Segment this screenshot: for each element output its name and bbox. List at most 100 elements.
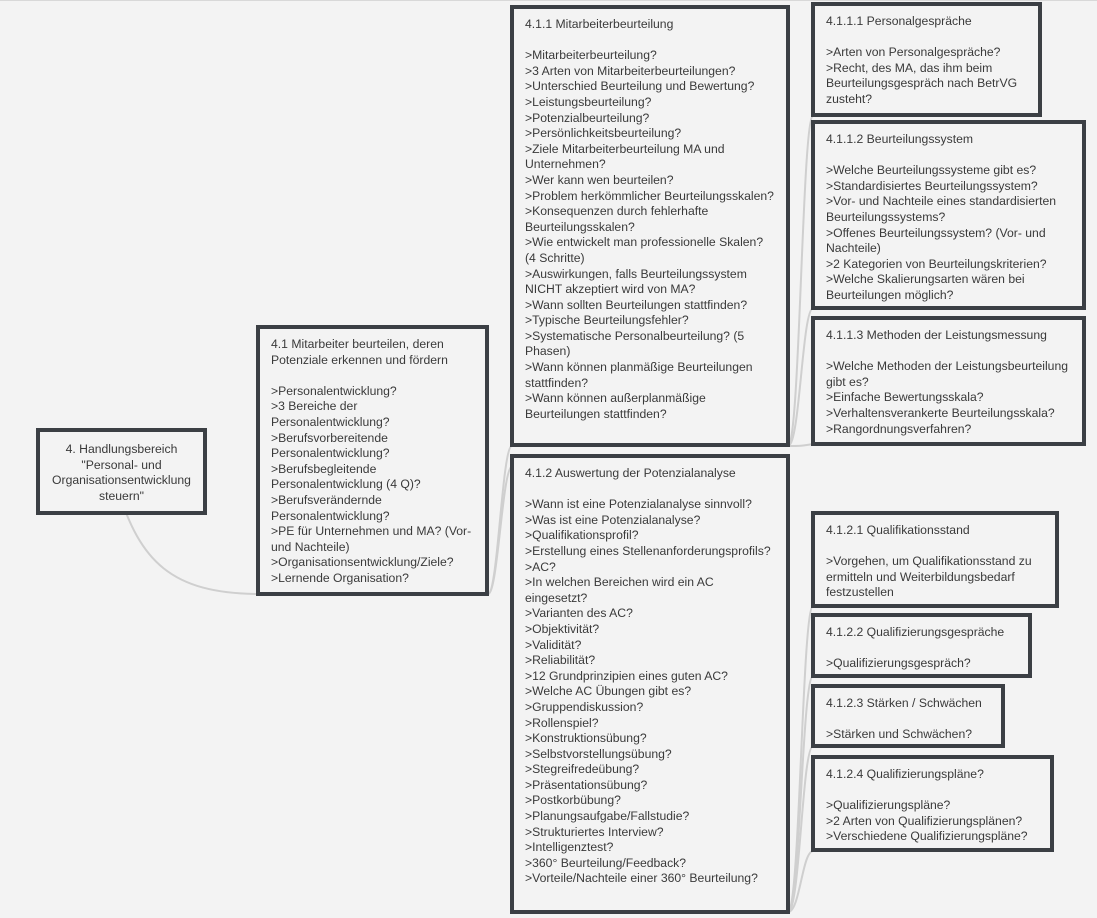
node-item: >Welche Methoden der Leistungsbeurteilun… [826,359,1068,389]
node-item: >Rangordnungsverfahren? [826,421,972,436]
node-title: 4.1.2.4 Qualifizierungspläne? [826,767,984,781]
node-4-1-1-2[interactable]: 4.1.1.2 Beurteilungssystem >Welche Beurt… [811,120,1086,310]
node-item: >Validität? [525,637,582,652]
node-item: >Objektivität? [525,621,600,636]
node-item: >Wann ist eine Potenzialanalyse sinnvoll… [525,497,752,512]
node-item: >Konsequenzen durch fehlerhafte Beurteil… [525,204,709,234]
node-item: >In welchen Bereichen wird ein AC einges… [525,575,714,605]
connector-n411-n4113 [787,443,814,447]
node-item: >Welche AC Übungen gibt es? [525,684,692,699]
node-title: 4.1.2.2 Qualifizierungsgespräche [826,625,1005,639]
node-item: >Leistungsbeurteilung? [525,94,652,109]
node-item: >Welche Skalierungsarten wären bei Beurt… [826,272,1025,302]
node-item: >Welche Beurteilungssysteme gibt es? [826,163,1037,178]
node-4-1-2-1[interactable]: 4.1.2.1 Qualifikationsstand >Vorgehen, u… [811,511,1059,608]
connector-n412-n4121 [787,605,814,913]
node-item: >Berufsverändernde Personalentwicklung? [271,492,390,523]
connector-n412-n4124 [787,850,814,913]
node-item: >Verschiedene Qualifizierungspläne? [826,829,1028,844]
node-root[interactable]: 4. Handlungsbereich "Personal- und Organ… [36,428,207,515]
node-item: >Mitarbeiterbeurteilung? [525,48,657,63]
node-4-1-2-3[interactable]: 4.1.2.3 Stärken / Schwächen >Stärken und… [811,684,1005,748]
node-item: >Planungsaufgabe/Fallstudie? [525,809,690,824]
node-title: 4.1.2.3 Stärken / Schwächen [826,696,982,710]
node-4-1-1-1[interactable]: 4.1.1.1 Personalgespräche >Arten von Per… [811,2,1042,117]
node-item: >Unterschied Beurteilung und Bewertung? [525,79,755,94]
node-item: >Reliabilität? [525,653,596,668]
node-item: >Standardisiertes Beurteilungssystem? [826,178,1038,193]
node-item: >Recht, des MA, das ihm beim Beurteilung… [826,60,1018,106]
node-item: >Vor- und Nachteile eines standardisiert… [826,194,1057,224]
node-4-1-1-3[interactable]: 4.1.1.3 Methoden der Leistungsmessung >W… [811,316,1086,446]
node-4-1-2[interactable]: 4.1.2 Auswertung der Potenzialanalyse >W… [510,454,790,914]
node-4-1-1[interactable]: 4.1.1 Mitarbeiterbeurteilung >Mitarbeite… [510,5,790,447]
node-item: >Ziele Mitarbeiterbeurteilung MA und Unt… [525,141,725,172]
node-item: >Wer kann wen beurteilen? [525,172,674,187]
node-item: >Wie entwickelt man professionelle Skale… [525,235,764,265]
node-item: >Intelligenztest? [525,840,614,855]
node-item: >Qualifizierungspläne? [826,798,951,813]
node-title: 4.1 Mitarbeiter beurteilen, deren Potenz… [271,337,448,367]
node-item: >Personalentwicklung? [271,383,397,398]
node-item: >Berufsvorbereitende Personalentwicklung… [271,430,390,461]
node-item: >Vorteile/Nachteile einer 360° Beurteilu… [525,871,758,886]
node-4-1-2-2[interactable]: 4.1.2.2 Qualifizierungsgespräche >Qualif… [811,613,1032,678]
node-item: >Offenes Beurteilungssystem? (Vor- und N… [826,225,1046,256]
node-item: >Lernende Organisation? [271,570,409,585]
node-item: >Problem herkömmlicher Beurteilungsskale… [525,188,774,203]
node-item: >Einfache Bewertungsskala? [826,390,984,405]
node-item: >Persönlichkeitsbeurteilung? [525,126,682,141]
node-item: >Erstellung eines Stellenanforderungspro… [525,543,771,558]
connector-n412-n4122 [787,675,814,913]
node-item: >Stärken und Schwächen? [826,727,973,742]
node-item: >Selbstvorstellungsübung? [525,746,672,761]
node-item: >Wann sollten Beurteilungen stattfinden? [525,297,748,312]
node-item: >Strukturiertes Interview? [525,824,664,839]
node-item: >Verhaltensverankerte Beurteilungsskala? [826,405,1055,420]
node-item: >2 Kategorien von Beurteilungskriterien? [826,256,1047,271]
node-item: >Wann können planmäßige Beurteilungen st… [525,360,753,390]
node-4-1-2-4[interactable]: 4.1.2.4 Qualifizierungspläne? >Qualifizi… [811,755,1054,852]
node-item: >Berufsbegleitende Personalentwicklung (… [271,461,421,492]
node-item: >3 Bereiche der Personalentwicklung? [271,399,390,429]
node-item: >Wann können außerplanmäßige Beurteilung… [525,391,706,421]
node-item: >Gruppendiskussion? [525,699,644,714]
node-item: >Organisationsentwicklung/Ziele? [271,555,454,570]
node-item: >Was ist eine Potenzialanalyse? [525,512,701,527]
node-title: 4.1.1 Mitarbeiterbeurteilung [525,17,674,31]
node-title: 4.1.1.2 Beurteilungssystem [826,132,974,146]
top-divider [0,0,1097,1]
node-item: >Vorgehen, um Qualifikationsstand zu erm… [826,554,1032,600]
node-item: >2 Arten von Qualifizierungsplänen? [826,813,1023,828]
node-item: >Postkorbübung? [525,793,621,808]
connector-n41-n411 [487,445,513,595]
node-item: >Varianten des AC? [525,606,633,621]
node-item: >Arten von Personalgespräche? [826,45,1001,60]
node-item: >Präsentationsübung? [525,777,648,792]
node-title: 4.1.1.3 Methoden der Leistungsmessung [826,328,1047,342]
node-item: >Systematische Personalbeurteilung? (5 P… [525,328,745,359]
node-item: >Qualifizierungsgespräch? [826,656,971,671]
node-item: >3 Arten von Mitarbeiterbeurteilungen? [525,63,736,78]
connector-n411-n4111 [787,115,814,447]
node-item: >Konstruktionsübung? [525,731,647,746]
node-item: >AC? [525,559,556,574]
node-title: 4.1.2 Auswertung der Potenzialanalyse [525,466,736,480]
node-item: >Typische Beurteilungsfehler? [525,313,689,328]
connector-n411-n4112 [787,307,814,447]
node-title: 4.1.1.1 Personalgespräche [826,14,972,28]
node-title: 4.1.2.1 Qualifikationsstand [826,523,970,537]
node-4-1[interactable]: 4.1 Mitarbeiter beurteilen, deren Potenz… [256,325,489,596]
connector-n41-n412 [487,465,513,595]
node-item: >Potenzialbeurteilung? [525,110,650,125]
node-item: >Rollenspiel? [525,715,599,730]
node-item: >PE für Unternehmen und MA? (Vor- und Na… [271,524,472,554]
node-item: >360° Beurteilung/Feedback? [525,855,687,870]
node-item: >12 Grundprinzipien eines guten AC? [525,668,728,683]
node-item: >Qualifikationsprofil? [525,528,639,543]
node-root-label: 4. Handlungsbereich "Personal- und Organ… [52,442,195,503]
node-item: >Auswirkungen, falls Beurteilungssystem … [525,266,747,297]
connector-n412-n4123 [787,745,814,913]
node-item: >Stegreifredeübung? [525,762,640,777]
